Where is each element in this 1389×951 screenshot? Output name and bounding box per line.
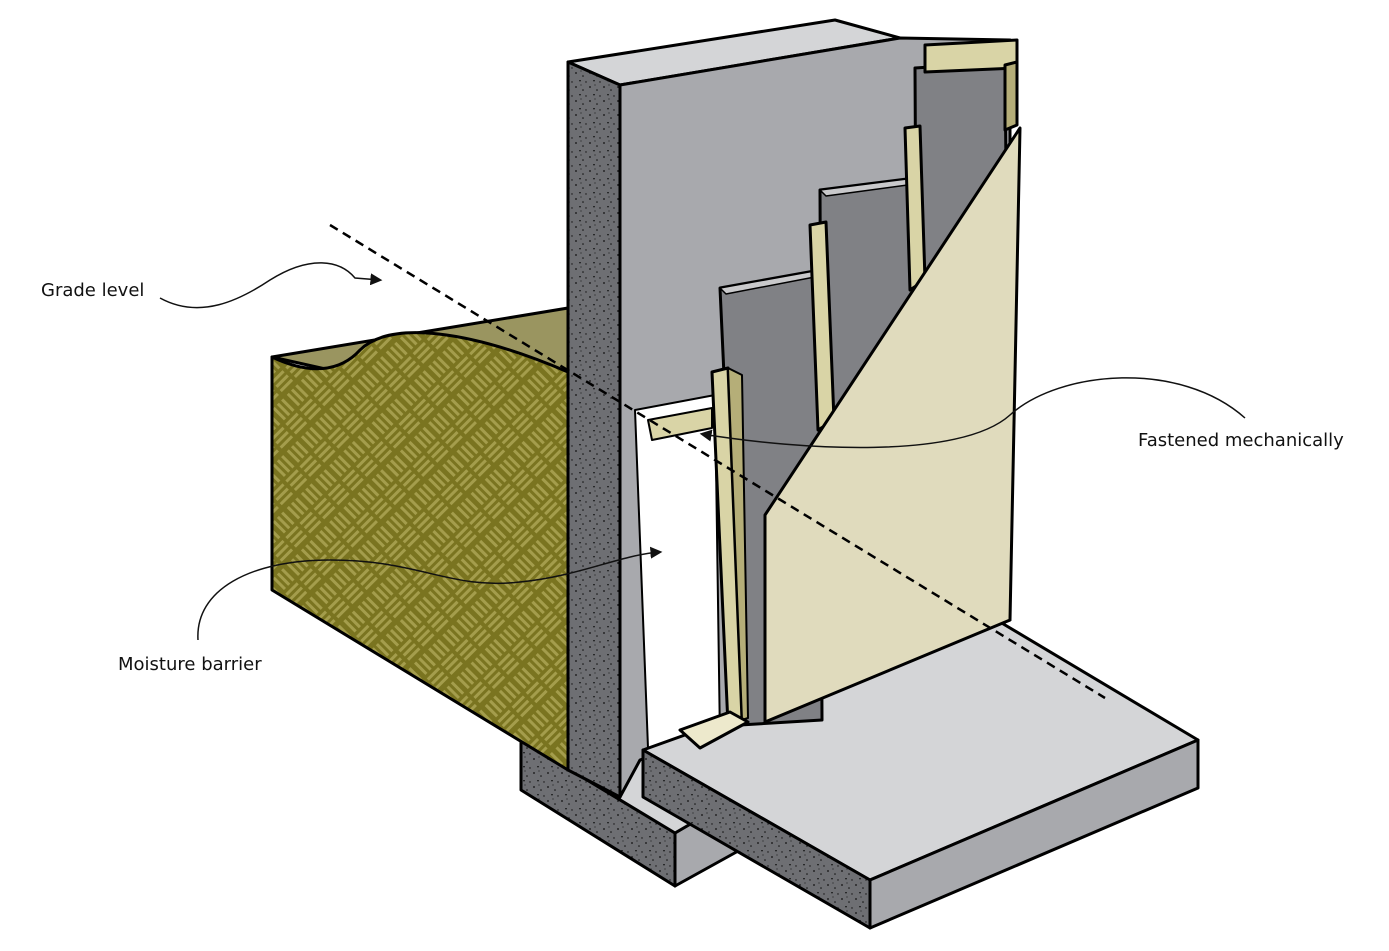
bottom-plate [678, 710, 750, 750]
grade-line [329, 223, 1106, 700]
soil-section [270, 331, 570, 772]
fastened-leader [699, 377, 1246, 449]
drywall [763, 126, 1022, 724]
fastened-mechanically-label: Fastened mechanically [1138, 430, 1344, 451]
grade-level-label: Grade level [41, 280, 145, 301]
bracket [647, 407, 713, 441]
top-plate [923, 38, 1019, 74]
moisture-barrier-label: Moisture barrier [118, 654, 262, 675]
stud [903, 124, 927, 292]
moisture-barrier [634, 394, 721, 749]
stud [1003, 60, 1019, 132]
moisture-barrier-leader [197, 546, 663, 641]
wall-section [566, 60, 622, 799]
grade-level-leader [159, 262, 383, 309]
slab-side [868, 738, 1200, 930]
